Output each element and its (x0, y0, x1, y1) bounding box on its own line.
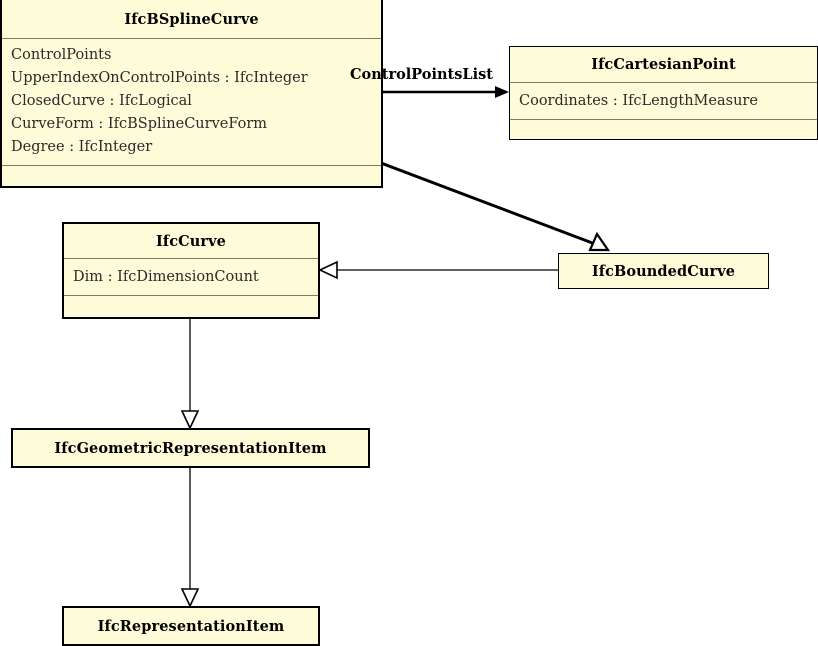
class-operations-ifccurve (64, 295, 318, 317)
class-attributes-ifccurve: Dim : IfcDimensionCount (64, 258, 318, 295)
class-box-ifcgeometricrepresentationitem[interactable]: IfcGeometricRepresentationItem (11, 428, 370, 468)
edge-control-points-list (381, 86, 509, 98)
class-attributes-ifcbsplinecurve: ControlPoints UpperIndexOnControlPoints … (2, 38, 381, 165)
class-name-ifccartesianpoint: IfcCartesianPoint (591, 56, 736, 73)
class-name-ifcgeometricrepresentationitem: IfcGeometricRepresentationItem (54, 439, 327, 457)
edge-bspline-to-boundedcurve (380, 161, 611, 252)
attribute-row: UpperIndexOnControlPoints : IfcInteger (11, 70, 308, 86)
class-box-ifcboundedcurve[interactable]: IfcBoundedCurve (558, 253, 769, 289)
attribute-row: CurveForm : IfcBSplineCurveForm (11, 116, 268, 132)
class-operations-ifcbsplinecurve (2, 165, 381, 186)
edge-boundedcurve-to-curve (318, 260, 558, 280)
attribute-row: Degree : IfcInteger (11, 139, 153, 155)
class-box-ifccartesianpoint[interactable]: IfcCartesianPoint Coordinates : IfcLengt… (509, 46, 818, 140)
attribute-row: Dim : IfcDimensionCount (73, 268, 259, 285)
edge-label-control-points-list: ControlPointsList (350, 66, 493, 83)
class-name-ifcrepresentationitem: IfcRepresentationItem (97, 617, 285, 635)
class-attributes-ifccartesianpoint: Coordinates : IfcLengthMeasure (510, 82, 817, 119)
class-name-ifcbsplinecurve: IfcBSplineCurve (124, 10, 259, 28)
attribute-row: ControlPoints (11, 47, 112, 63)
edge-curve-to-geometricrepresentationitem (180, 318, 200, 430)
edge-geometricrepresentationitem-to-representationitem (180, 467, 200, 608)
attribute-row: ClosedCurve : IfcLogical (11, 93, 192, 109)
class-operations-ifccartesianpoint (510, 119, 817, 139)
class-box-ifcbsplinecurve[interactable]: IfcBSplineCurve ControlPoints UpperIndex… (0, 0, 383, 188)
attribute-row: Coordinates : IfcLengthMeasure (519, 92, 758, 109)
class-box-ifcrepresentationitem[interactable]: IfcRepresentationItem (62, 606, 320, 646)
class-name-ifcboundedcurve: IfcBoundedCurve (591, 262, 736, 280)
class-name-ifccurve: IfcCurve (155, 232, 227, 250)
class-box-ifccurve[interactable]: IfcCurve Dim : IfcDimensionCount (62, 222, 320, 319)
